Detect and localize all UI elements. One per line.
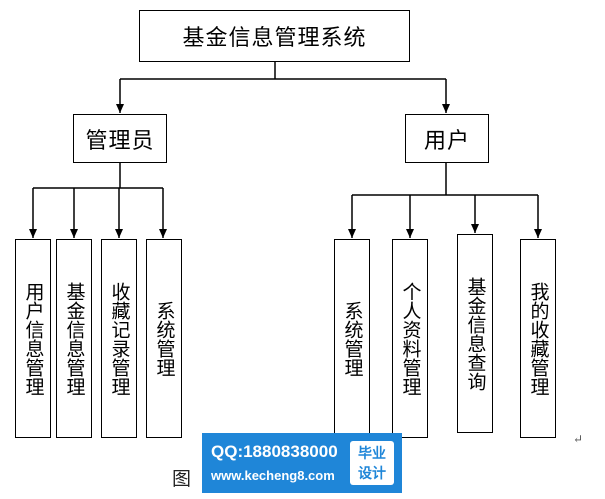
- user-child-my-favorites-management: 我的收藏管理: [520, 239, 556, 438]
- admin-child-favorites-record-management: 收藏记录管理: [101, 239, 137, 438]
- paragraph-return-mark: ↵: [573, 432, 584, 446]
- user-child-system-management: 系统管理: [334, 239, 370, 438]
- admin-child-fund-info-management: 基金信息管理: [56, 239, 92, 438]
- figure-caption: 图: [172, 468, 192, 490]
- branch-node-admin: 管理员: [73, 114, 167, 163]
- watermark-badge-line2: 设计: [358, 465, 386, 481]
- watermark-qq-text: QQ:1880838000: [211, 442, 338, 461]
- root-node: 基金信息管理系统: [139, 10, 410, 62]
- branch-node-user: 用户: [405, 114, 489, 163]
- admin-child-user-info-management: 用户信息管理: [15, 239, 51, 438]
- admin-child-system-management: 系统管理: [146, 239, 182, 438]
- watermark-banner: QQ:1880838000 www.kecheng8.com 毕业 设计: [202, 433, 402, 493]
- watermark-badge-line1: 毕业: [358, 445, 386, 461]
- user-child-personal-profile-management: 个人资料管理: [392, 239, 428, 438]
- user-child-fund-info-query: 基金信息查询: [457, 234, 493, 433]
- watermark-badge: 毕业 设计: [350, 441, 394, 485]
- watermark-url-text: www.kecheng8.com: [211, 468, 335, 483]
